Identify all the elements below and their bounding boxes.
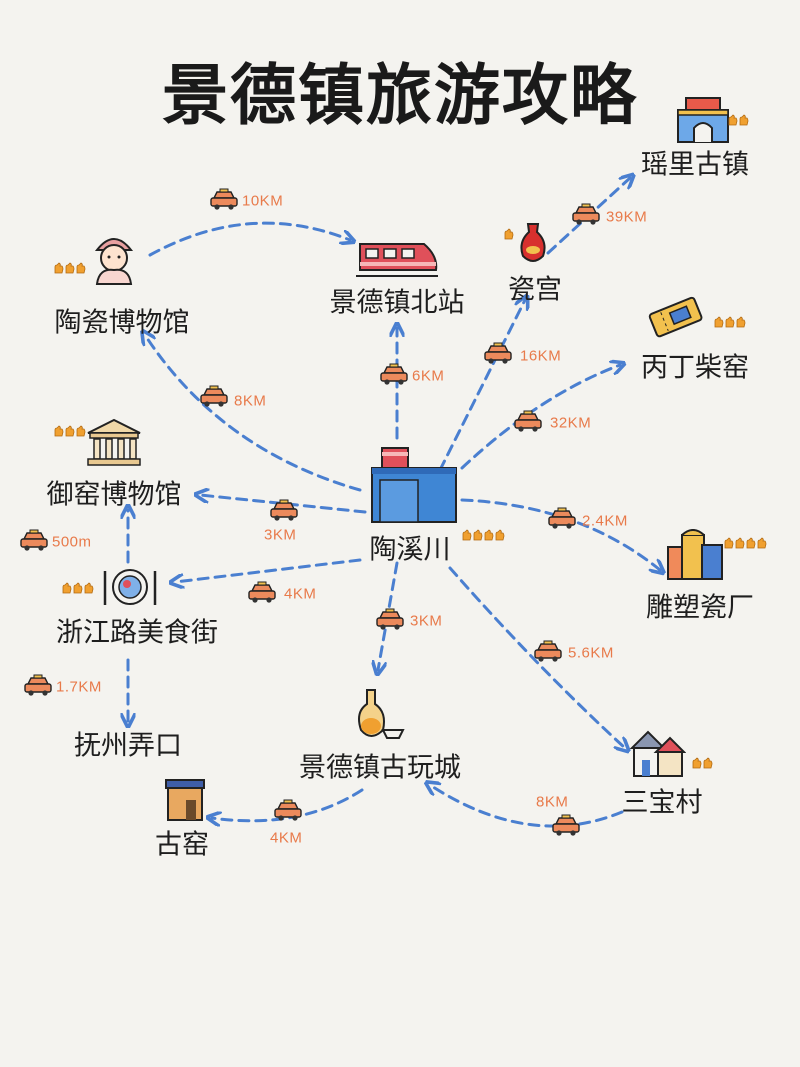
vase-icon [520,223,546,262]
taxi-icon [379,363,409,389]
route-museum-station [148,221,350,257]
route-sanbao-antique [430,785,624,828]
route-center-food [175,558,362,582]
distance-center-museum: 8KM [234,392,267,410]
distance-center-antique: 3KM [410,612,443,630]
distance-sanbao-antique: 8KM [536,793,569,811]
route-center-bingding [460,365,620,470]
place-label-cigong: 瓷宫 [508,274,562,306]
taxi-icon [23,674,53,700]
rating-badge-zhejiang-road [62,582,94,594]
place-label-taoxichuan: 陶溪川 [369,534,451,566]
ticket-icon [648,296,703,338]
taxi-icon [199,385,229,411]
page-title: 景德镇旅游攻略 [162,56,638,134]
bottle-icon [358,689,405,739]
distance-center-bingding: 32KM [550,414,592,432]
taxi-icon [19,529,49,555]
route-center-sanbao [448,566,625,748]
taxi-icon [247,581,277,607]
place-label-yuyao-museum: 御窑博物馆 [46,479,182,511]
place-label-sanbao: 三宝村 [621,787,703,819]
rating-badge-bingding [714,316,746,328]
gate-icon [677,97,729,143]
museum-icon [87,418,141,466]
distance-center-cigong: 16KM [520,347,562,365]
distance-food-yuyao: 500m [52,533,92,551]
place-label-north-station: 景德镇北站 [329,287,465,319]
distance-cigong-yaoli: 39KM [606,208,648,226]
taxi-icon [483,342,513,368]
rating-badge-sanbao [692,757,713,769]
houses-icon [629,730,686,777]
place-label-taoci-museum: 陶瓷博物馆 [54,307,190,339]
place-label-diaosu: 雕塑瓷厂 [646,592,754,624]
place-label-antique-city: 景德镇古玩城 [299,752,461,784]
rating-badge-diaosu [724,537,767,549]
place-label-fuzhou: 抚州弄口 [74,730,182,762]
route-center-museum [145,335,362,492]
taxi-icon [551,814,581,840]
place-label-guyao: 古窑 [155,829,209,861]
distance-center-food: 4KM [284,585,317,603]
distance-antique-guyao: 4KM [270,829,303,847]
rating-badge-cigong [504,228,514,240]
buildings-icon [667,529,723,580]
distance-center-station: 6KM [412,367,445,385]
taxi-icon [571,203,601,229]
taxi-icon [533,640,563,666]
route-center-yuyao [200,495,367,514]
place-label-zhejiang-road: 浙江路美食街 [56,617,218,649]
rating-badge-taoxichuan [462,529,505,541]
rating-badge-yaoli [728,114,749,126]
rating-badge-taoci-museum [54,262,86,274]
taxi-icon [269,499,299,525]
place-label-bingding: 丙丁柴窑 [641,352,749,384]
rating-badge-yuyao-museum [54,425,86,437]
factory-icon [371,447,457,523]
distance-museum-station: 10KM [242,192,284,210]
kiln-house-icon [165,779,205,821]
taxi-icon [547,507,577,533]
place-label-yaoli: 瑶里古镇 [641,149,749,181]
taxi-icon [273,799,303,825]
figurine-icon [94,238,134,285]
taxi-icon [209,188,239,214]
train-icon [356,243,438,277]
taxi-icon [513,410,543,436]
distance-center-diaosu: 2.4KM [582,512,628,530]
taxi-icon [375,608,405,634]
distance-food-fuzhou: 1.7KM [56,678,102,696]
distance-center-yuyao: 3KM [264,526,297,544]
distance-center-sanbao: 5.6KM [568,644,614,662]
route-center-cigong [438,300,525,472]
dish-icon [103,569,157,605]
